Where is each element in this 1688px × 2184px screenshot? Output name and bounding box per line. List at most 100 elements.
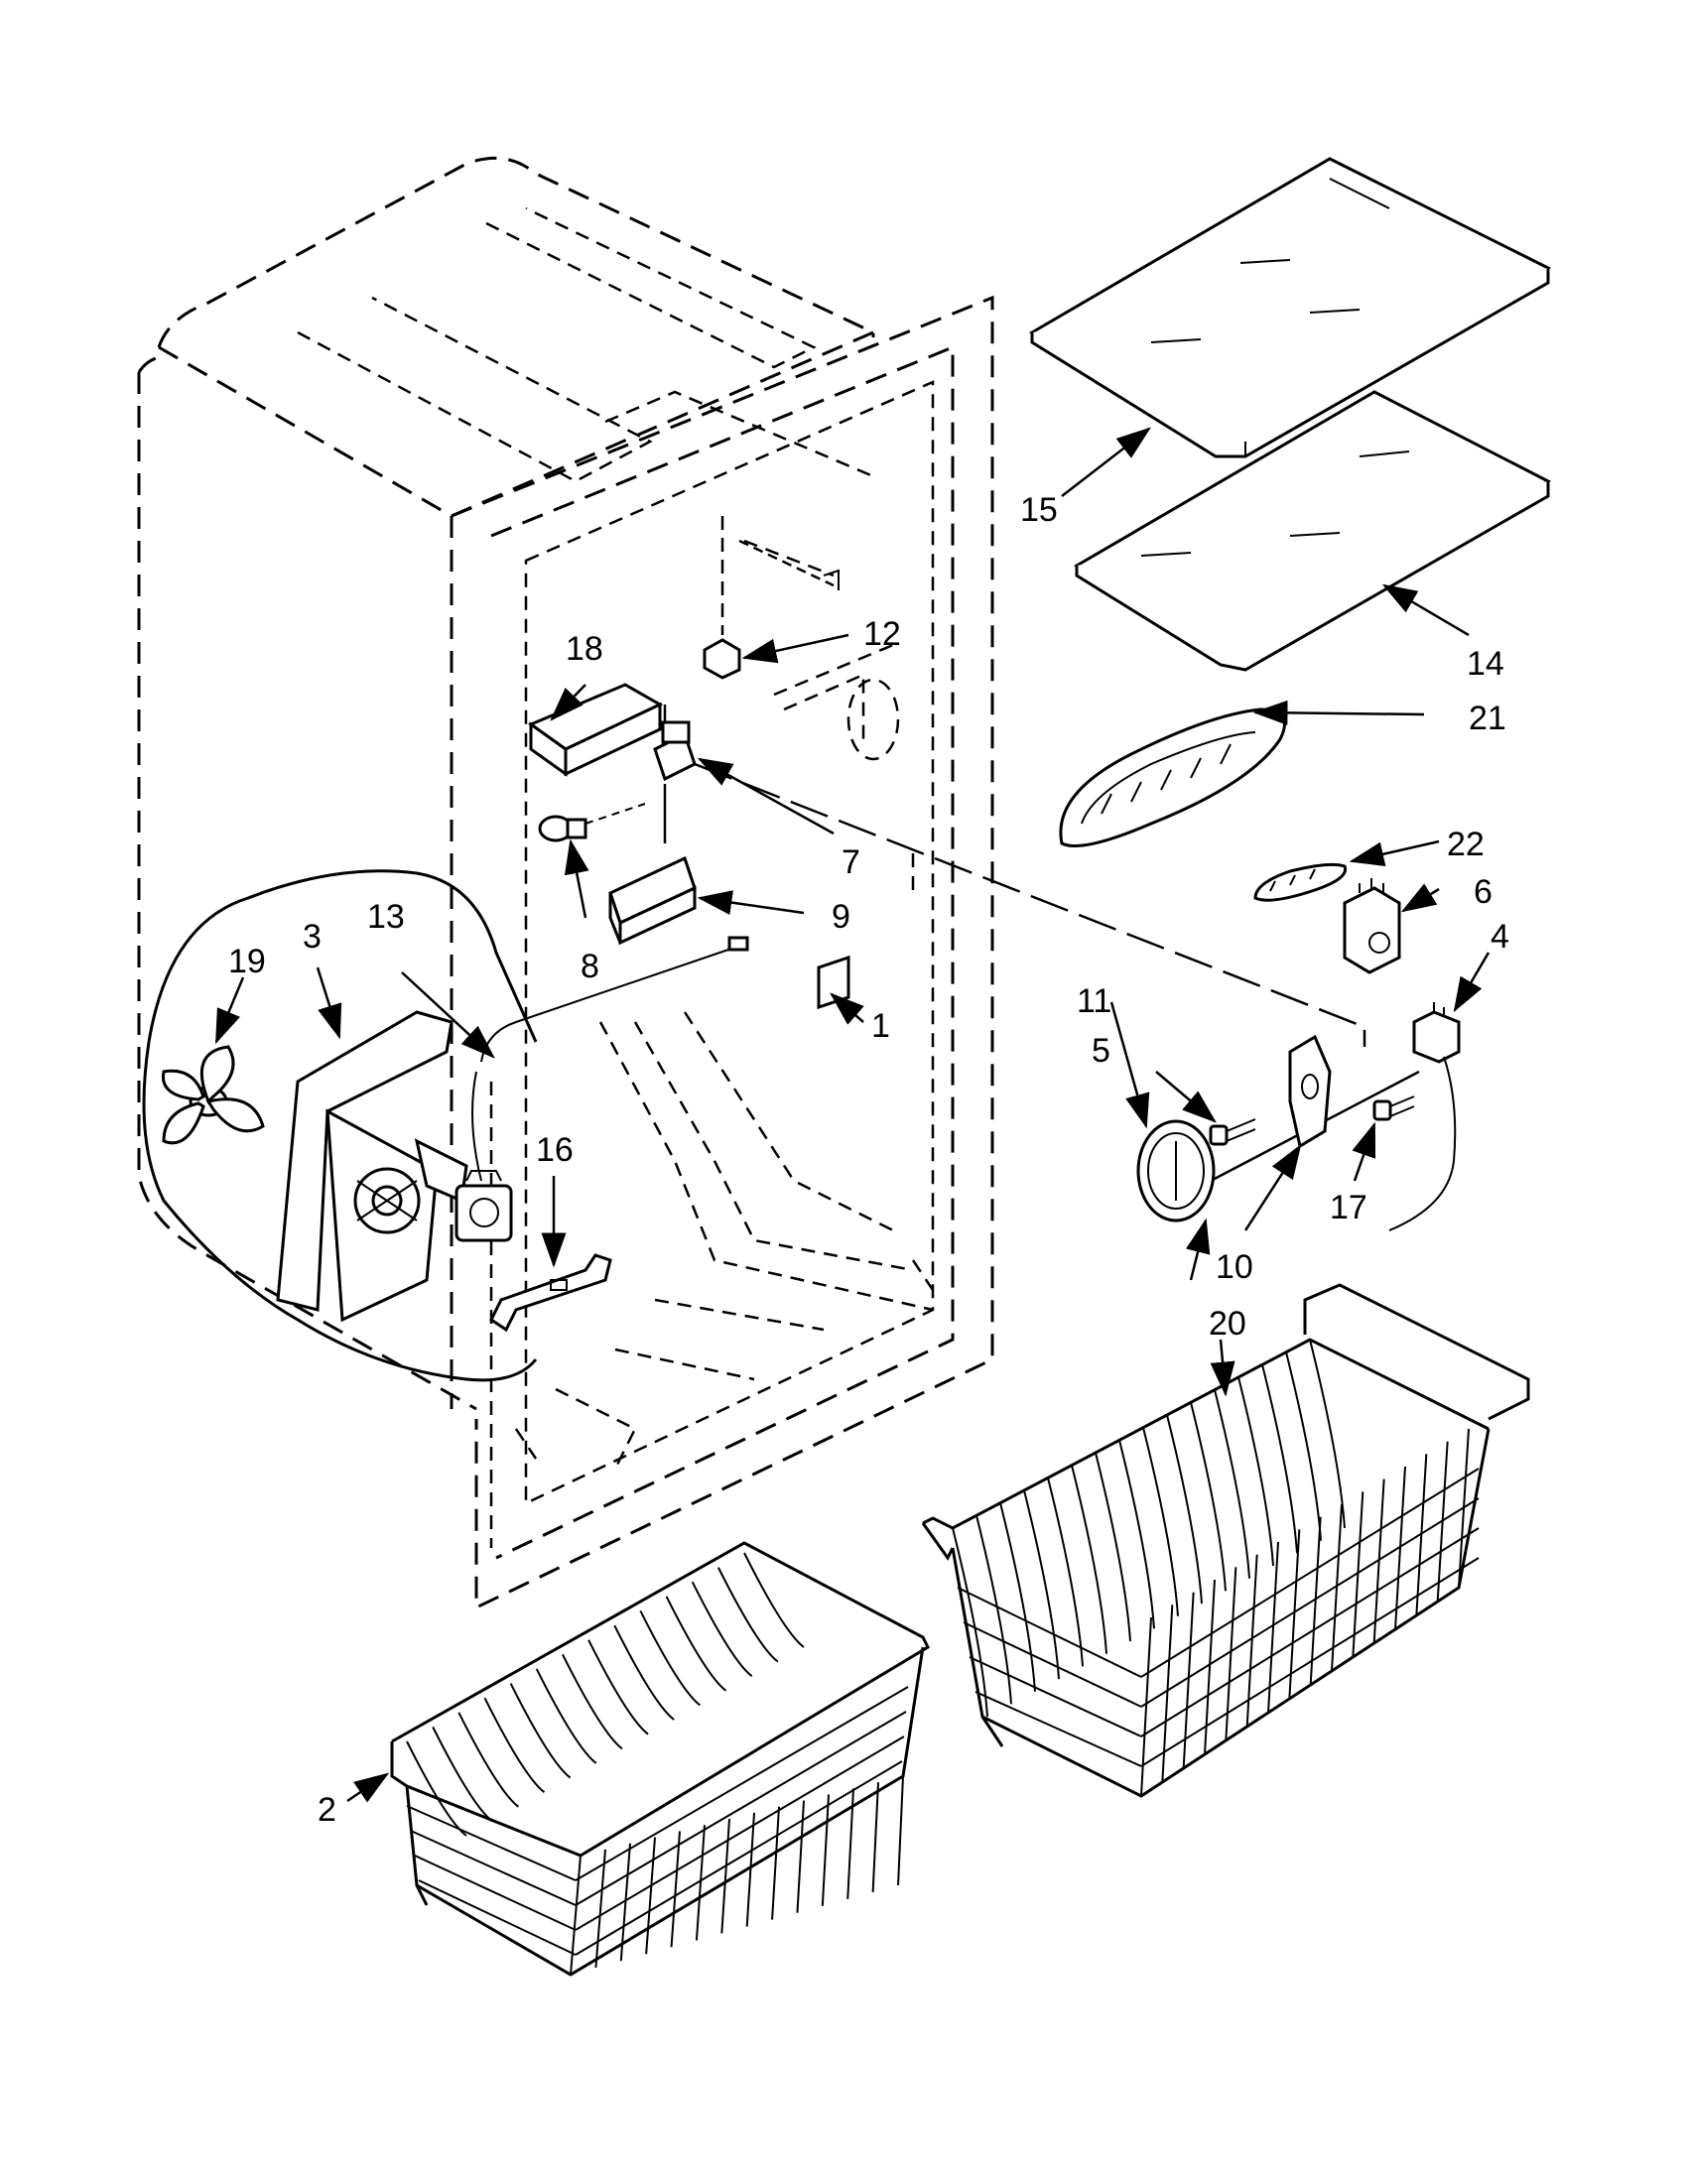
rating-label (817, 955, 850, 1010)
basket-wire (871, 1782, 879, 1892)
basket-wire (1118, 1440, 1155, 1629)
callout-11: 11 (1077, 982, 1111, 1020)
basket-wire (1394, 1466, 1406, 1630)
callout-17: 17 (1330, 1189, 1367, 1226)
basket-wire (1309, 1516, 1322, 1686)
basket-wire (1288, 1529, 1301, 1700)
basket-wire (952, 1527, 988, 1718)
basket-wire (821, 1794, 830, 1906)
basket-wire (665, 1596, 727, 1692)
basket-wire (457, 1712, 519, 1808)
basket-wire (670, 1831, 681, 1948)
basket-wire (974, 1691, 1142, 1767)
mounting-bracket (489, 1253, 612, 1333)
basket-wire (999, 1502, 1036, 1692)
basket-wire (418, 1879, 577, 1956)
basket-wire (587, 1639, 649, 1735)
basket-wire (720, 1819, 730, 1934)
basket-wire (575, 1760, 903, 1956)
callout-18: 18 (566, 630, 603, 668)
basket-wire (695, 1825, 706, 1941)
callout-6: 6 (1474, 873, 1493, 911)
basket-wire (1309, 1339, 1346, 1529)
screw-11 (1209, 1118, 1256, 1146)
callout-21: 21 (1469, 700, 1506, 737)
basket-wire (1140, 1497, 1480, 1708)
basket-wire (846, 1788, 854, 1899)
basket-wire (575, 1711, 907, 1906)
light-bulb (538, 803, 646, 842)
basket-wire (639, 1610, 701, 1707)
fan-motor-assembly (276, 1010, 468, 1323)
defrost-timer-harness (454, 936, 749, 1242)
basket-wire (975, 1515, 1012, 1705)
basket-wire (1166, 1414, 1203, 1605)
light-socket (653, 705, 697, 843)
callout-8: 8 (581, 948, 599, 985)
control-knob (1136, 1119, 1216, 1222)
basket-wire (410, 1830, 577, 1906)
basket-wire (1140, 1557, 1480, 1767)
basket-wire (957, 1587, 1142, 1678)
callout-15: 15 (1020, 491, 1058, 529)
basket-wire (1261, 1364, 1298, 1554)
basket-wire (414, 1855, 577, 1931)
basket-wire (432, 1726, 493, 1823)
wire-basket-left (390, 1541, 930, 1977)
basket-wire (575, 1686, 909, 1881)
basket-wire (1142, 1427, 1179, 1616)
callout-4: 4 (1491, 918, 1509, 956)
basket-wire (1285, 1351, 1322, 1541)
basket-wire (594, 1849, 606, 1969)
basket-wire (745, 1812, 755, 1927)
basket-wire (1267, 1541, 1279, 1714)
basket-wire (406, 1740, 467, 1837)
light-housing (527, 683, 664, 777)
switch-clip (703, 516, 840, 680)
callout-9: 9 (832, 898, 850, 936)
basket-wire (509, 1683, 572, 1779)
basket-wire (535, 1668, 597, 1764)
basket-wire (963, 1621, 1142, 1708)
light-shield (608, 855, 697, 946)
callout-7: 7 (842, 843, 860, 881)
cabinet-outline (137, 156, 994, 1610)
leader-lines (214, 427, 1491, 1803)
basket-wire (1095, 1452, 1131, 1642)
basket-wire (562, 1653, 623, 1750)
basket-wire (691, 1581, 753, 1678)
basket-wire (1237, 1376, 1274, 1567)
glass-shelf-upper (1028, 157, 1552, 458)
screw-17 (1372, 1095, 1415, 1121)
basket-wire (645, 1837, 656, 1955)
basket-wire (570, 1855, 582, 1976)
capillary-tube (694, 762, 1366, 1047)
vent-grille (1059, 707, 1286, 847)
basket-wire (619, 1843, 631, 1962)
basket-wire (1047, 1477, 1084, 1667)
basket-wire (1352, 1491, 1364, 1658)
callout-10: 10 (1216, 1248, 1253, 1286)
callout-16: 16 (536, 1131, 574, 1169)
small-grille (1253, 862, 1348, 902)
basket-wire (1331, 1503, 1343, 1672)
basket-wire (771, 1806, 780, 1920)
basket-wire (897, 1775, 904, 1886)
callout-14: 14 (1467, 645, 1504, 683)
fan-blade (161, 1045, 265, 1145)
basket-wire (1023, 1489, 1060, 1680)
glass-shelf-lower (1073, 390, 1552, 672)
basket-wire (1245, 1554, 1258, 1728)
evaporator-cover-outline (142, 869, 538, 1382)
callout-2: 2 (318, 1791, 336, 1829)
basket-wire (716, 1567, 779, 1663)
basket-wire (406, 1805, 577, 1881)
basket-wire (1190, 1402, 1227, 1592)
basket-wire (575, 1735, 905, 1931)
basket-wire (743, 1552, 805, 1648)
basket-wire (1140, 1527, 1480, 1737)
callout-12: 12 (863, 615, 901, 653)
callout-labels: 15 14 21 22 6 4 11 5 17 10 20 12 18 7 8 … (228, 491, 1509, 1829)
basket-wire (613, 1624, 675, 1721)
